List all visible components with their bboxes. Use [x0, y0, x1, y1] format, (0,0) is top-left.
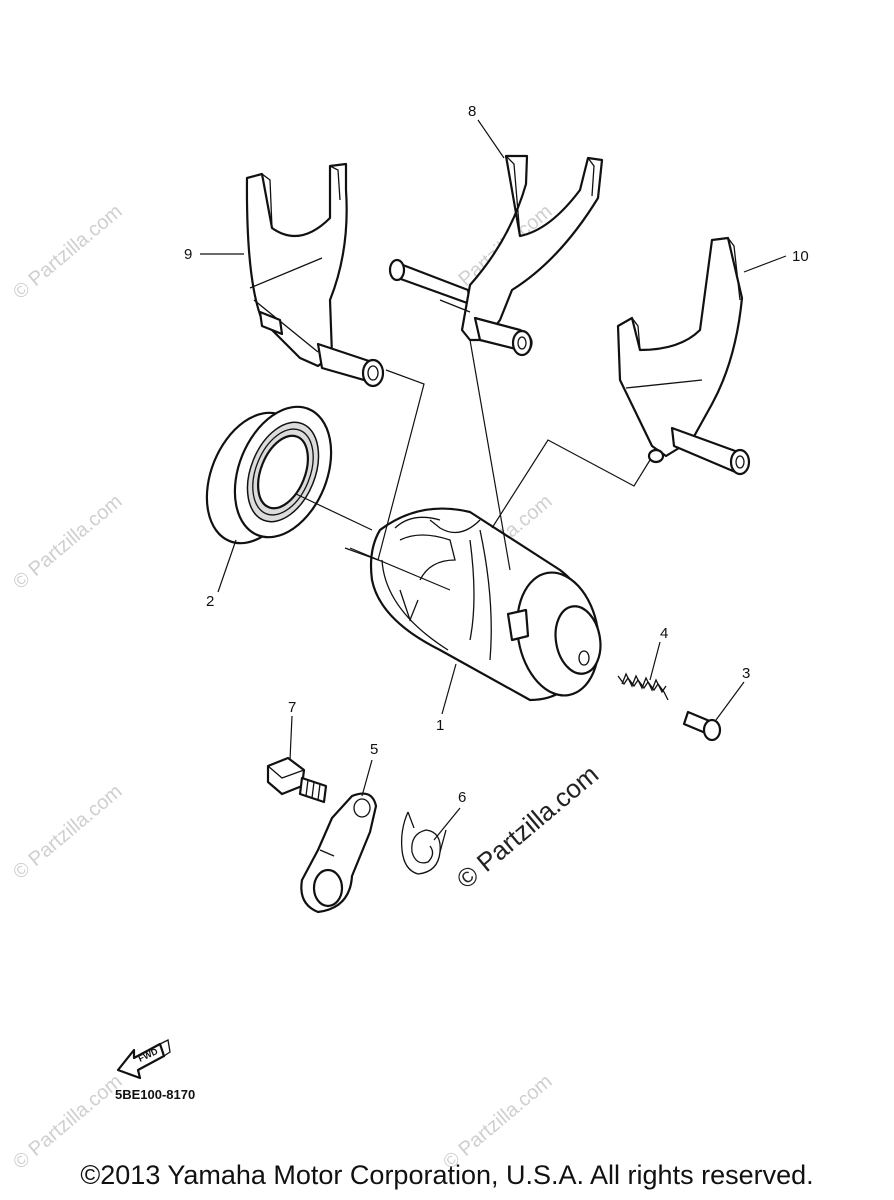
diagram-code: 5BE100-8170	[115, 1087, 196, 1102]
watermark-faint: © Partzilla.com	[9, 200, 126, 303]
watermark-faint: © Partzilla.com	[9, 490, 126, 593]
callout-6: 6	[458, 789, 466, 806]
callout-7: 7	[288, 699, 296, 716]
callout-1: 1	[436, 717, 444, 734]
copyright-notice: ©2013 Yamaha Motor Corporation, U.S.A. A…	[80, 1160, 814, 1190]
part-2-bearing	[205, 405, 333, 545]
part-6-torsion-spring	[400, 811, 447, 875]
watermark-faint: © Partzilla.com	[9, 1070, 126, 1173]
part-5-lever	[300, 792, 378, 914]
part-8-shift-fork	[388, 154, 604, 357]
part-7-bolt	[266, 756, 328, 804]
part-1-shift-drum	[369, 507, 602, 702]
assembly-lines	[200, 119, 787, 841]
callout-3: 3	[742, 665, 750, 682]
callout-labels: 8 9 10 2 4 3 7 1 5 6	[184, 103, 809, 806]
fwd-arrow-icon: FWD	[116, 1039, 171, 1080]
watermark-faint: © Partzilla.com	[9, 780, 126, 883]
callout-10: 10	[792, 248, 809, 265]
callout-2: 2	[206, 593, 214, 610]
part-10-shift-fork	[616, 236, 751, 476]
background-watermarks: © Partzilla.com © Partzilla.com © Partzi…	[9, 200, 556, 1173]
watermark-center: © Partzilla.com	[451, 759, 604, 895]
callout-8: 8	[468, 103, 476, 120]
callout-5: 5	[370, 741, 378, 758]
watermark-faint: © Partzilla.com	[439, 1070, 556, 1173]
callout-9: 9	[184, 246, 192, 263]
callout-4: 4	[660, 625, 668, 642]
part-9-shift-fork	[245, 162, 385, 388]
part-3-pin	[682, 710, 722, 742]
part-4-spring	[617, 672, 669, 701]
